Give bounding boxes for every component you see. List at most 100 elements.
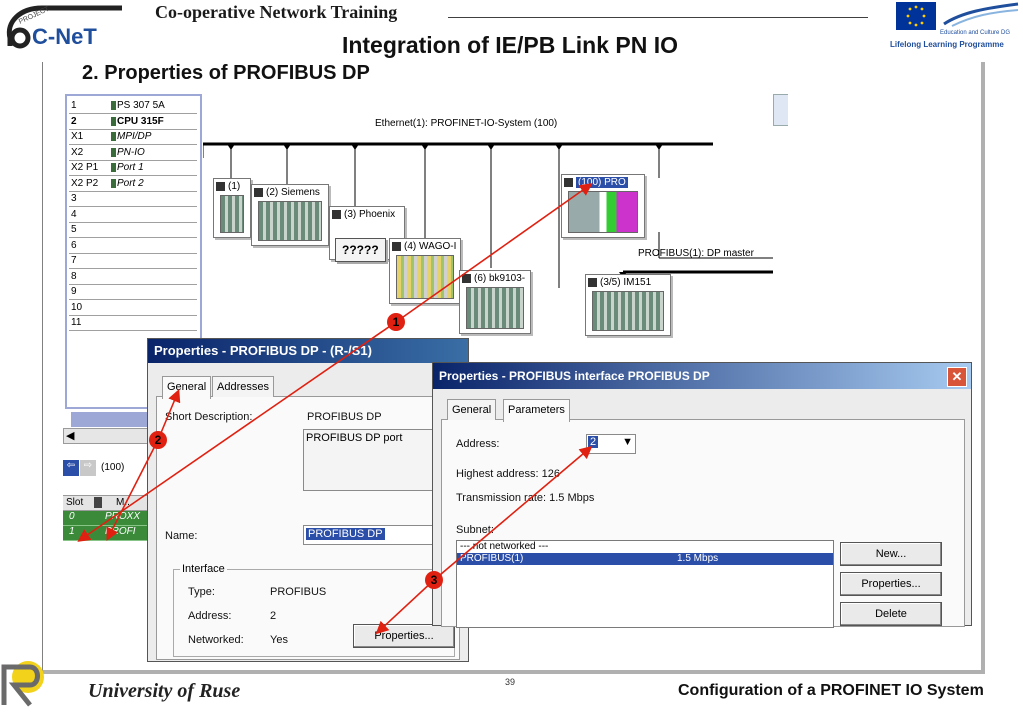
- rack-gridline: [69, 144, 197, 145]
- rack-slot: 9: [71, 286, 77, 297]
- rack-row[interactable]: 6: [69, 240, 197, 254]
- table-row[interactable]: 1 PROFI: [63, 526, 149, 541]
- rack-row[interactable]: 5: [69, 224, 197, 238]
- dialog1-tab-panel: Short Description: PROFIBUS DP PROFIBUS …: [156, 396, 460, 660]
- name-value: PROFIBUS DP: [306, 528, 385, 540]
- rack-module: Port 2: [117, 177, 144, 189]
- rack-slot: 4: [71, 208, 77, 220]
- rack-gridline: [69, 283, 197, 285]
- chevron-down-icon[interactable]: ▼: [622, 436, 633, 448]
- rack-gridline: [69, 159, 197, 161]
- type-value: PROFIBUS: [270, 586, 327, 598]
- university-logo: [0, 655, 52, 707]
- table-row[interactable]: 0 PROXX: [63, 511, 149, 526]
- interface-properties-button[interactable]: Properties...: [353, 624, 455, 648]
- rack-row[interactable]: 3: [69, 193, 197, 207]
- transmission-rate: Transmission rate: 1.5 Mbps: [456, 492, 595, 504]
- rack-slot: 11: [71, 317, 82, 328]
- module-icon: [111, 101, 116, 110]
- subnet-list[interactable]: --- not networked --- PROFIBUS(1) 1.5 Mb…: [456, 540, 834, 628]
- module-icon: [111, 178, 116, 188]
- rack-slot: 1: [71, 100, 77, 111]
- close-icon[interactable]: ✕: [947, 367, 967, 387]
- rack-row[interactable]: 7: [69, 255, 197, 269]
- rack-bottom-bar: [71, 412, 151, 427]
- list-item[interactable]: --- not networked ---: [460, 541, 549, 552]
- device-1[interactable]: (1): [213, 178, 251, 238]
- table-header: Slot M...: [63, 495, 149, 511]
- new-button[interactable]: New...: [840, 542, 942, 566]
- rack-row[interactable]: 4: [69, 208, 197, 223]
- highest-address: Highest address: 126: [456, 468, 560, 480]
- back-arrow-icon[interactable]: ⇦: [63, 460, 79, 476]
- address-label: Address:: [456, 438, 500, 450]
- tab-general[interactable]: General: [447, 399, 497, 420]
- rack-row[interactable]: 2 CPU 315F: [69, 115, 197, 130]
- eu-logo-block: Education and Culture DG Lifelong Learni…: [888, 0, 1023, 55]
- type-label: Type:: [188, 586, 215, 598]
- rack-slot: X1: [71, 131, 84, 142]
- networked-label: Networked:: [188, 634, 244, 646]
- tab-general[interactable]: General: [162, 376, 212, 399]
- rack-row[interactable]: 9: [69, 286, 197, 300]
- short-desc-label: Short Description:: [165, 411, 253, 423]
- device-image: [466, 287, 524, 329]
- device-image: [258, 201, 322, 241]
- forward-arrow-icon[interactable]: ⇨: [80, 460, 96, 476]
- profibus-dp-properties-dialog: Properties - PROFIBUS DP - (R-/S1) Short…: [147, 338, 469, 662]
- description-field[interactable]: PROFIBUS DP port: [303, 429, 453, 491]
- tab-addresses[interactable]: Addresses: [212, 376, 274, 397]
- module-icon: [111, 147, 116, 157]
- rack-slot: 2: [71, 115, 77, 127]
- subnet-properties-button[interactable]: Properties...: [840, 572, 942, 596]
- tab-parameters[interactable]: Parameters: [503, 399, 570, 422]
- unknown-device-box[interactable]: ?????: [335, 238, 386, 262]
- device-6-bk9103[interactable]: (6) bk9103-: [459, 270, 531, 334]
- llp-text: Lifelong Learning Programme: [890, 40, 1004, 49]
- scroll-left-icon[interactable]: ◀: [66, 430, 75, 442]
- horizontal-scrollbar[interactable]: ◀: [63, 428, 153, 444]
- slide-title: Integration of IE/PB Link PN IO: [341, 32, 679, 58]
- device-icon: [392, 242, 401, 251]
- dialog2-title: Properties - PROFIBUS interface PROFIBUS…: [433, 363, 971, 389]
- cnet-logo: C-NeT PROJECT: [2, 2, 142, 50]
- university-name: University of Ruse: [88, 680, 241, 702]
- navigation-bar: ⇦ ⇨ (100): [63, 460, 151, 478]
- delete-button[interactable]: Delete: [840, 602, 942, 626]
- list-item[interactable]: PROFIBUS(1) 1.5 Mbps: [457, 553, 833, 565]
- rack-row[interactable]: 8: [69, 271, 197, 285]
- annotation-badge-2: 2: [149, 431, 167, 449]
- device-4-wago[interactable]: (4) WAGO-I: [389, 238, 461, 304]
- name-input[interactable]: PROFIBUS DP: [303, 525, 453, 545]
- org-title: Co-operative Network Training: [155, 2, 398, 22]
- device-100-proxy[interactable]: (100) PRO: [561, 174, 645, 238]
- address-select[interactable]: 2 ▼: [586, 434, 636, 454]
- rack-row[interactable]: X2 P2 Port 2: [69, 177, 197, 192]
- rack-row[interactable]: 11: [69, 317, 197, 331]
- rack-row[interactable]: X2 PN-IO: [69, 146, 197, 161]
- rack-gridline: [69, 237, 197, 238]
- rack-slot: X2 P2: [71, 177, 99, 189]
- rack-module: PN-IO: [117, 146, 145, 158]
- device-icon: [462, 274, 471, 283]
- rack-gridline: [69, 314, 197, 316]
- device-image: [220, 195, 244, 233]
- rack-gridline: [69, 252, 197, 254]
- interface-group-title: Interface: [180, 563, 227, 575]
- rack-slot: X2: [71, 146, 84, 158]
- rack-gridline: [69, 175, 197, 176]
- vertical-scrollbar-thumb[interactable]: [773, 94, 788, 126]
- rack-row[interactable]: 10: [69, 302, 197, 316]
- slide-frame: [42, 62, 985, 674]
- rack-slot: 3: [71, 193, 77, 204]
- device-icon: [588, 278, 597, 287]
- rack-module: CPU 315F: [117, 115, 164, 127]
- station-path: (100): [101, 462, 125, 473]
- swoosh-icon: [942, 2, 1020, 28]
- profibus-label: PROFIBUS(1): DP master: [638, 248, 754, 259]
- device-2-siemens[interactable]: (2) Siemens: [251, 184, 329, 246]
- device-3-5-im151[interactable]: (3/5) IM151: [585, 274, 671, 336]
